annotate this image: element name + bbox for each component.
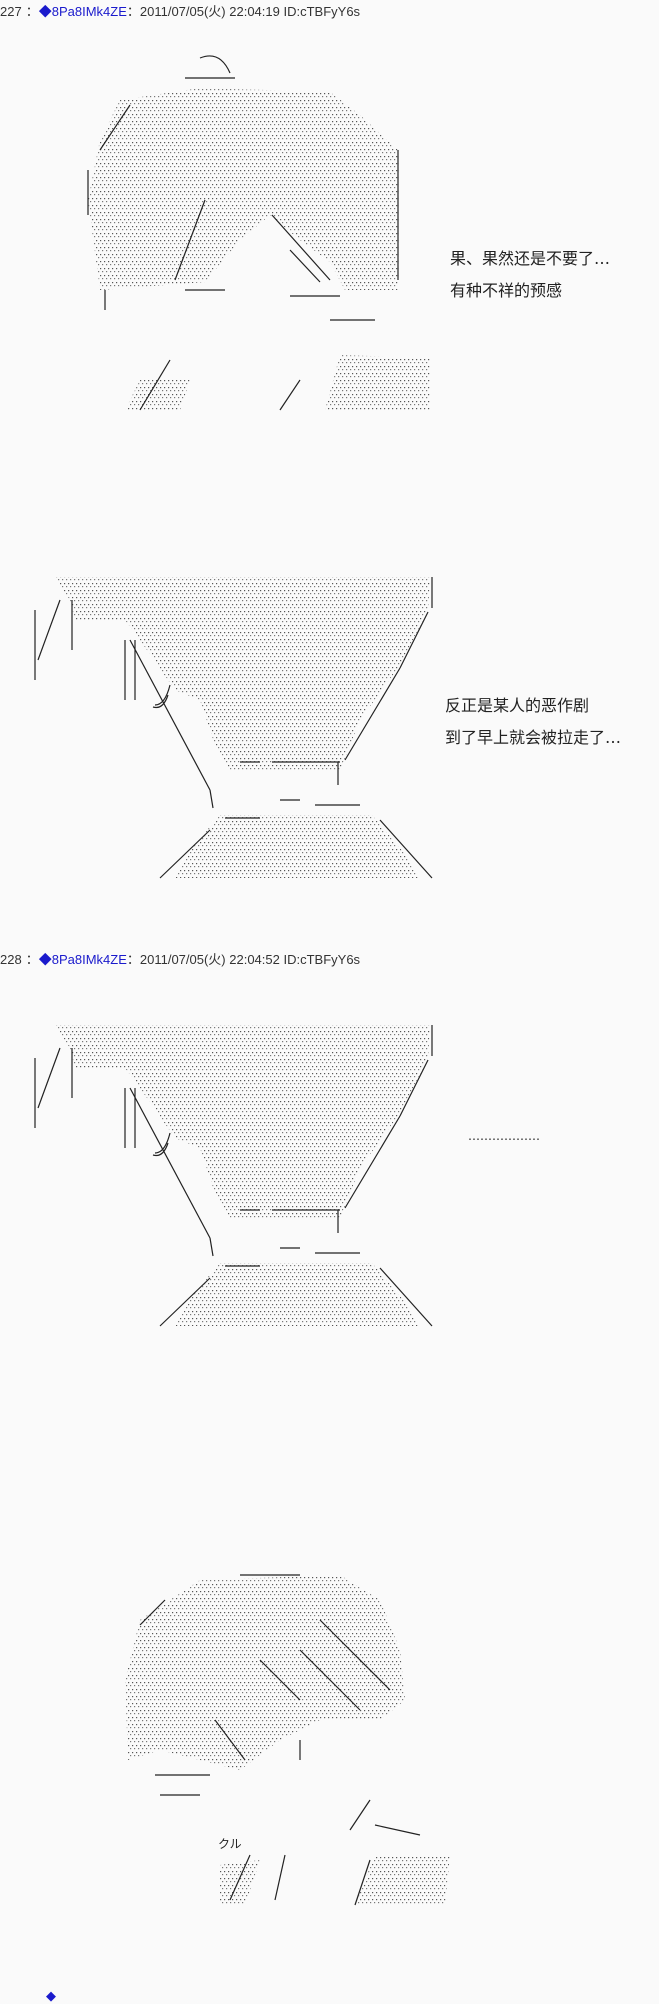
poster-trip-link[interactable]: ◆8Pa8IMk4ZE (38, 4, 127, 19)
dialog-panel-3: ……………… (468, 1120, 540, 1152)
dialog-line: 反正是某人的恶作剧 (445, 696, 590, 715)
dialog-line: 到了早上就会被拉走了… (445, 728, 622, 747)
post-number: 228 (0, 952, 22, 967)
dialog-panel-2: 反正是某人的恶作剧 到了早上就会被拉走了… (445, 690, 621, 754)
trip-diamond-icon: ◆ (46, 1988, 56, 2003)
ascii-art-panel-3 (34, 1024, 433, 1327)
poster-id: ID:cTBFyY6s (283, 952, 361, 967)
post-header-228: 228：◆8Pa8IMk4ZE：2011/07/05(火) 22:04:52 I… (0, 949, 360, 968)
hair-hatch (88, 88, 398, 290)
separator: ： (25, 952, 39, 967)
post-header-227: 227：◆8Pa8IMk4ZE：2011/07/05(火) 22:04:19 I… (0, 1, 360, 20)
dialog-line: 有种不祥的预感 (450, 281, 563, 300)
collar-hatch-right (355, 1855, 450, 1905)
hair-hatch (125, 1575, 405, 1770)
ascii-art-panel-1 (87, 55, 430, 411)
dialog-ellipsis: ……………… (468, 1129, 540, 1143)
next-post-header-partial: ◆ (46, 1988, 56, 2004)
ascii-art-panel-2 (34, 576, 433, 879)
collar-hatch-left (220, 1860, 260, 1905)
post-date: ：2011/07/05(火) 22:04:52 (126, 952, 280, 967)
post-date: ：2011/07/05(火) 22:04:19 (126, 4, 280, 19)
ascii-art-panel-4: クル (125, 1574, 450, 1906)
shoulder-hatch-left (125, 380, 190, 410)
poster-id: ID:cTBFyY6s (283, 4, 361, 19)
separator: ： (25, 4, 39, 19)
sfx-kuru: クル (218, 1837, 242, 1851)
dialog-panel-1: 果、果然还是不要了… 有种不祥的预感 (450, 243, 610, 307)
shoulder-hatch-right (325, 355, 430, 410)
dialog-line: 果、果然还是不要了… (450, 249, 611, 268)
post-number: 227 (0, 4, 22, 19)
poster-trip-link[interactable]: ◆8Pa8IMk4ZE (38, 952, 127, 967)
